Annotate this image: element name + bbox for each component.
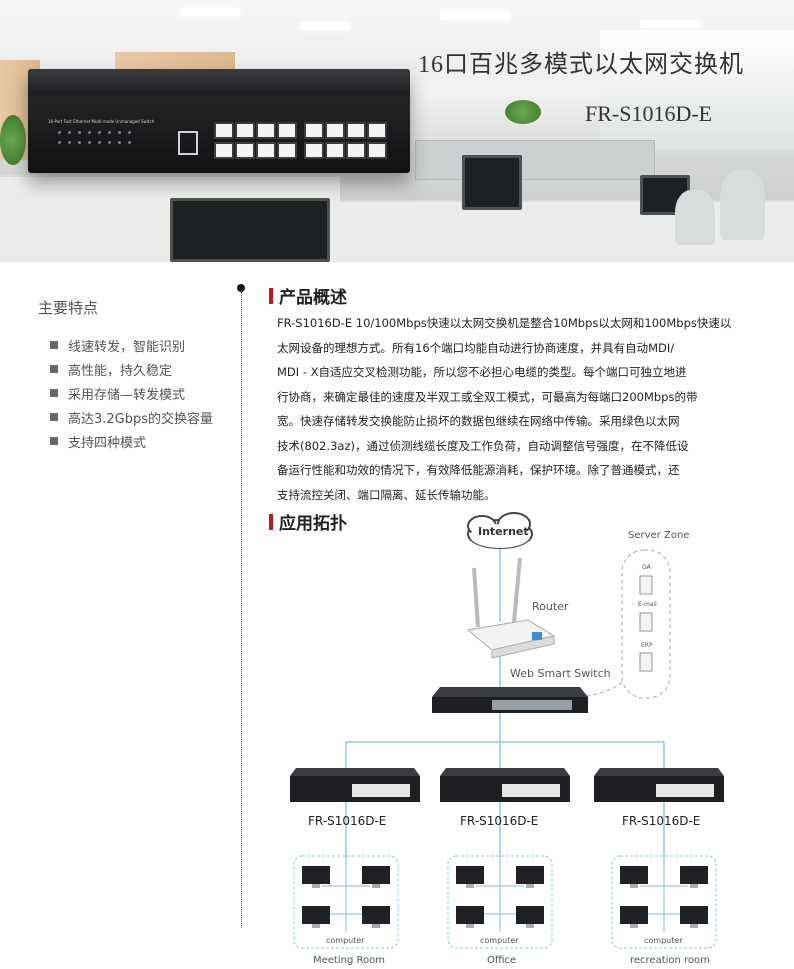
square-bullet-icon xyxy=(50,413,58,421)
access-switch-label: FR-S1016D-E xyxy=(622,814,701,828)
overview-line: 宽。快速存储转发交换能防止损坏的数据包继续在网络中传输。采用绿色以太网 xyxy=(277,414,680,428)
office-desk xyxy=(330,200,794,262)
access-switch-label: FR-S1016D-E xyxy=(460,814,539,828)
overview-line: 支持流控关闭、端口隔离、延长传输功能。 xyxy=(277,487,496,502)
computer-icon xyxy=(302,866,708,924)
product-banner: 16-Port Fast Ethernet Multi-mode Unmanag… xyxy=(0,0,794,262)
core-switch-label: Web Smart Switch xyxy=(510,667,611,680)
server-oa-label: OA xyxy=(642,564,651,571)
zone-label: Office xyxy=(487,955,517,966)
switch-led-panel xyxy=(58,131,158,161)
feature-item: 支持四种模式 xyxy=(50,429,213,453)
overview-line: 行协商，来确定最佳的速度及半双工或全双工模式，可最高为每端口200Mbps的带 xyxy=(277,389,698,404)
red-bar-icon xyxy=(269,513,273,530)
feature-item: 高达3.2Gbps的交换容量 xyxy=(50,405,213,429)
access-switch-label: FR-S1016D-E xyxy=(308,814,387,828)
zone-label: Meeting Room xyxy=(313,955,385,966)
feature-text: 线速转发，智能识别 xyxy=(68,339,186,355)
office-plant xyxy=(505,100,541,124)
feature-list: 线速转发，智能识别 高性能，持久稳定 采用存储—转发模式 高达3.2Gbps的交… xyxy=(50,333,213,453)
overview-heading: 产品概述 xyxy=(269,283,347,308)
overview-line: MDI - X自适应交叉检测功能，所以您不必担心电缆的类型。每个端口可独立地进 xyxy=(277,365,687,379)
ceiling-light xyxy=(440,12,510,20)
zone-label: recreation room xyxy=(630,955,710,966)
access-switch-icon xyxy=(594,768,724,802)
computer-label: computer xyxy=(644,936,683,945)
server-icon xyxy=(639,575,653,672)
computer-label: computer xyxy=(326,936,365,945)
internet-cloud-icon xyxy=(467,512,533,549)
wood-wall xyxy=(115,52,235,72)
feature-item: 线速转发，智能识别 xyxy=(50,333,213,357)
server-email-label: E-mail xyxy=(638,601,657,608)
feature-text: 采用存储—转发模式 xyxy=(68,387,186,403)
ceiling-light xyxy=(180,8,240,16)
server-erp-label: ERP xyxy=(641,642,653,649)
overview-line: 太网设备的理想方式。所有16个端口均能自动进行协商速度，并具有自动MDI/ xyxy=(277,340,675,355)
topology-graphics xyxy=(290,512,724,949)
server-zone-label: Server Zone xyxy=(628,530,690,541)
square-bullet-icon xyxy=(50,437,58,445)
timeline-divider xyxy=(241,292,242,928)
overview-line: 备运行性能和功效的情况下，有效降低能源消耗，保护环境。除了普通模式，还 xyxy=(277,463,680,477)
switch-front-print: 16-Port Fast Ethernet Multi-mode Unmanag… xyxy=(48,119,155,124)
feature-text: 高性能，持久稳定 xyxy=(68,363,173,379)
feature-item: 采用存储—转发模式 xyxy=(50,381,213,405)
square-bullet-icon xyxy=(50,341,58,349)
office-chair xyxy=(720,170,765,240)
ceiling-light xyxy=(640,20,700,28)
switch-product-image: 16-Port Fast Ethernet Multi-mode Unmanag… xyxy=(28,69,410,173)
overview-paragraph: FR-S1016D-E 10/100Mbps快速以太网交换机是整合10Mbps以… xyxy=(277,311,761,507)
cubicle-wall xyxy=(415,140,655,180)
square-bullet-icon xyxy=(50,365,58,373)
core-switch-icon xyxy=(432,687,588,713)
access-switch-icon xyxy=(440,768,570,802)
topology-heading-text: 应用拓扑 xyxy=(279,514,347,534)
overview-line: 技术(802.3az)，通过侦测线缆长度及工作负荷，自动调整信号强度，在不降低设 xyxy=(277,438,689,453)
overview-line: FR-S1016D-E 10/100Mbps快速以太网交换机是整合10Mbps以… xyxy=(277,316,732,330)
red-bar-icon xyxy=(269,287,273,304)
router-icon xyxy=(466,557,556,659)
timeline-dot xyxy=(237,284,245,292)
overview-heading-text: 产品概述 xyxy=(279,288,347,308)
computer-label: computer xyxy=(480,936,519,945)
router-label: Router xyxy=(532,600,569,613)
internet-label: Internet xyxy=(478,525,529,538)
switch-port-grid xyxy=(214,122,406,168)
office-plant xyxy=(0,115,26,165)
feature-item: 高性能，持久稳定 xyxy=(50,357,213,381)
topology-heading: 应用拓扑 xyxy=(269,509,347,534)
square-bullet-icon xyxy=(50,389,58,397)
feature-text: 高达3.2Gbps的交换容量 xyxy=(68,411,214,427)
ceiling-light xyxy=(300,22,350,30)
office-window xyxy=(600,30,794,150)
office-monitor xyxy=(170,198,330,262)
office-chair xyxy=(675,190,715,245)
office-box xyxy=(447,855,553,949)
switch-top-panel xyxy=(28,69,410,95)
recreation-room-box xyxy=(611,855,717,949)
server-zone-box xyxy=(621,549,671,699)
meeting-room-box xyxy=(293,855,399,949)
product-model: FR-S1016D-E xyxy=(585,101,713,126)
features-title: 主要特点 xyxy=(38,299,99,317)
topology-diagram: Internet Router Server Zone OA E-mail ER… xyxy=(282,512,732,969)
switch-mode-panel xyxy=(178,131,198,155)
office-monitor xyxy=(462,155,522,210)
access-switch-icon xyxy=(290,768,420,802)
feature-text: 支持四种模式 xyxy=(68,435,147,451)
product-title: 16口百兆多模式以太网交换机 xyxy=(418,52,744,78)
